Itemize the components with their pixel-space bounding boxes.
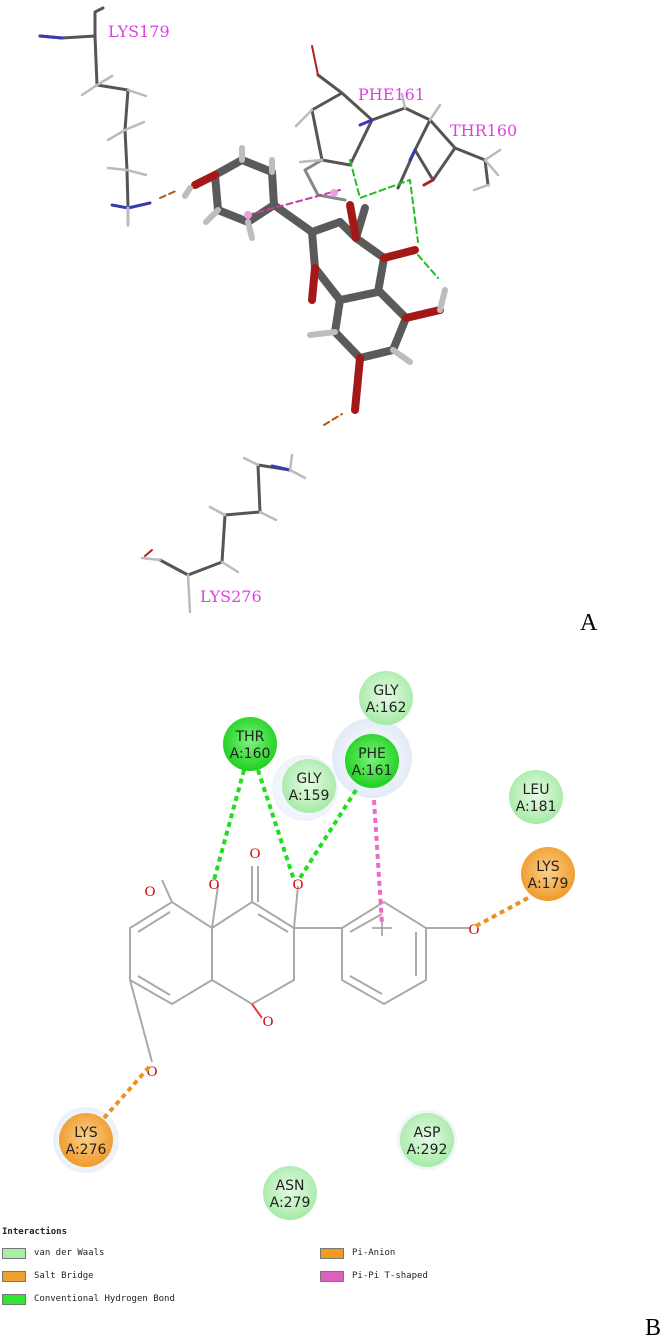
legend-label-pi-anion: Pi-Anion: [352, 1248, 396, 1258]
residue-disc-phe161: [345, 734, 399, 788]
atom-o-3: O: [293, 877, 304, 893]
residue-name-phe161: PHE: [358, 746, 386, 762]
panel-letter-b: B: [645, 1315, 661, 1341]
residue-number-lys276: A:276: [66, 1142, 107, 1158]
atom-o-ring: O: [263, 1014, 274, 1030]
ligand-stick: [211, 156, 410, 362]
label-3d-lys276: LYS276: [200, 587, 262, 606]
pi-pi-phe161: [372, 799, 384, 925]
residue-name-gly159: GLY: [296, 771, 322, 787]
atom-o-7: O: [147, 1064, 158, 1080]
legend-label-hbond: Conventional Hydrogen Bond: [34, 1294, 175, 1304]
residue-number-asn279: A:279: [270, 1195, 311, 1211]
residue-name-thr160: THR: [235, 729, 265, 745]
atom-o-5: O: [145, 884, 156, 900]
legend-item-pi-anion: Pi-Anion: [320, 1246, 395, 1260]
legend-swatch-salt-bridge: [2, 1270, 26, 1282]
residue-number-gly159: A:159: [289, 788, 330, 804]
legend-label-pi-pi: Pi-Pi T-shaped: [352, 1271, 428, 1281]
residue-discs: GLYA:162THRA:160GLYA:159PHEA:161LEUA:181…: [59, 671, 575, 1220]
residue-disc-asp292: [400, 1113, 454, 1167]
residue-name-asp292: ASP: [414, 1125, 441, 1141]
atom-o-thr: O: [209, 877, 220, 893]
panel-a-3d-model: [38, 6, 502, 614]
legend-swatch-pi-pi: [320, 1270, 344, 1282]
residue-disc-lys276: [59, 1113, 113, 1167]
legend-label-salt-bridge: Salt Bridge: [34, 1271, 94, 1281]
residue-disc-leu181: [509, 770, 563, 824]
residue-number-gly162: A:162: [366, 700, 407, 716]
ligand-2d-heteroatoms: [251, 1003, 263, 1019]
atom-o-4: O: [250, 846, 261, 862]
residue-name-lys276: LYS: [74, 1125, 97, 1141]
phe-thr-stick: [294, 45, 502, 202]
residue-name-lys179: LYS: [536, 859, 559, 875]
residue-disc-gly162: [359, 671, 413, 725]
label-3d-thr160: THR160: [450, 121, 517, 140]
residue-number-phe161: A:161: [352, 763, 393, 779]
pi-centroid: [372, 920, 392, 936]
residue-name-leu181: LEU: [523, 782, 550, 798]
lys276-stick: [140, 453, 307, 614]
legend-label-vdw: van der Waals: [34, 1248, 105, 1258]
residue-disc-asn279: [263, 1166, 317, 1220]
residue-name-gly162: GLY: [373, 683, 399, 699]
legend-item-vdw: van der Waals: [2, 1246, 104, 1260]
residue-name-asn279: ASN: [276, 1178, 305, 1194]
legend-item-pi-pi: Pi-Pi T-shaped: [320, 1269, 428, 1283]
residue-disc-thr160: [223, 717, 277, 771]
legend-swatch-pi-anion: [320, 1247, 344, 1259]
legend-item-hbond: Conventional Hydrogen Bond: [2, 1292, 175, 1306]
salt-bridge-lys179: [475, 896, 529, 928]
residue-disc-lys179: [521, 847, 575, 901]
hbond-thr160-o3: [256, 769, 296, 881]
ligand-2d-structure: [129, 866, 470, 1063]
label-3d-phe161: PHE161: [358, 85, 425, 104]
ligand-hydrogens: [182, 145, 448, 365]
legend-swatch-hbond: [2, 1293, 26, 1305]
atom-o-4prime: O: [469, 922, 480, 938]
lys179-stick: [38, 6, 152, 227]
ligand-heteroatoms: [191, 171, 444, 414]
residue-number-thr160: A:160: [230, 746, 271, 762]
label-3d-lys179: LYS179: [108, 22, 170, 41]
residue-number-asp292: A:292: [407, 1142, 448, 1158]
interactions-legend: Interactions van der Waals Salt Bridge C…: [0, 1226, 640, 1336]
interactions-3d: [159, 159, 439, 426]
legend-swatch-vdw: [2, 1247, 26, 1259]
hbond-thr160-o4: [212, 769, 246, 881]
legend-title: Interactions: [2, 1227, 68, 1237]
residue-number-lys179: A:179: [528, 876, 569, 892]
salt-bridge-lys276: [102, 1064, 152, 1120]
residue-number-leu181: A:181: [516, 799, 557, 815]
residue-disc-gly159: [282, 759, 336, 813]
panel-letter-a: A: [580, 610, 598, 636]
legend-item-salt-bridge: Salt Bridge: [2, 1269, 94, 1283]
interactions-2d: [102, 769, 529, 1120]
